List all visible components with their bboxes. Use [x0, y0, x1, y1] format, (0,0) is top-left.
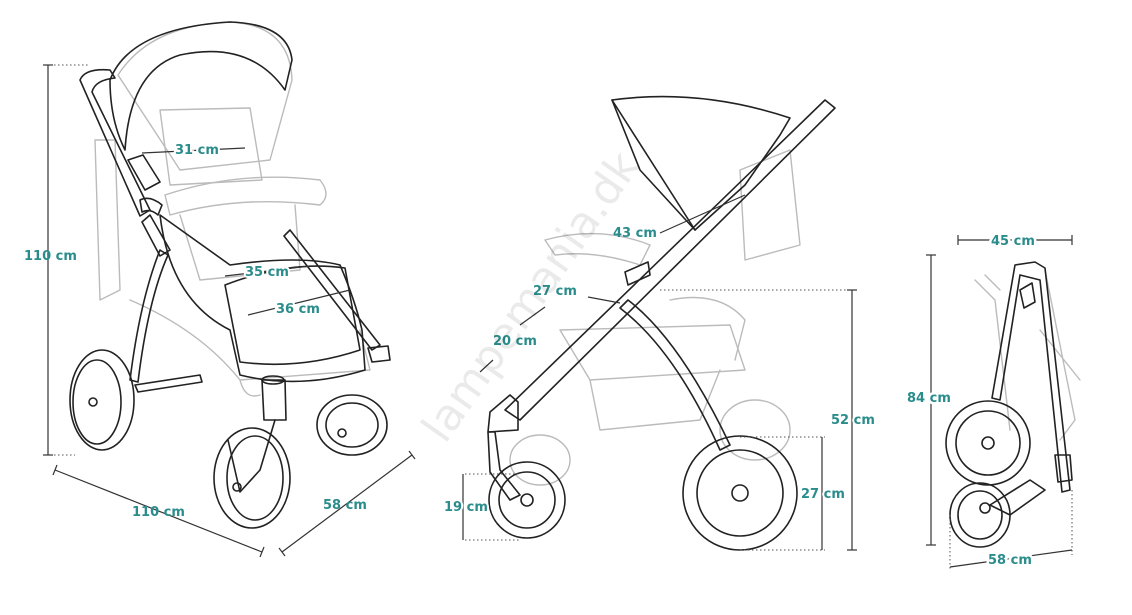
folded-view-dimensions: 45 cm 84 cm 58 cm [905, 232, 1073, 571]
backrest-height-label: 43 cm [613, 226, 657, 241]
footrest-length-label: 20 cm [493, 334, 537, 349]
front-view-stroller [69, 21, 391, 529]
front-width-label: 58 cm [323, 498, 367, 513]
front-height-label: 110 cm [24, 249, 77, 264]
seat-width-label: 35 cm [245, 265, 289, 280]
front-wheel-label: 19 cm [444, 500, 488, 515]
folded-width-label: 58 cm [988, 553, 1032, 568]
folded-depth-label: 45 cm [991, 234, 1035, 249]
side-view-dimensions: 43 cm 27 cm 20 cm 19 cm 52 cm 27 cm [442, 194, 877, 551]
folded-height-label: 84 cm [907, 391, 951, 406]
seat-height-label: 52 cm [831, 413, 875, 428]
front-length-label: 110 cm [132, 505, 185, 520]
footrest-width-label: 36 cm [276, 302, 320, 317]
rear-wheel-label: 27 cm [801, 487, 845, 502]
front-view-dimensions: 110 cm 31 cm 35 cm 36 cm 110 cm 58 cm [24, 64, 416, 558]
backrest-width-label: 31 cm [175, 143, 219, 158]
folded-view-stroller [945, 261, 1081, 548]
watermark: lampemania.dk [412, 142, 650, 451]
side-view-stroller [487, 95, 836, 551]
seat-depth-label: 27 cm [533, 284, 577, 299]
